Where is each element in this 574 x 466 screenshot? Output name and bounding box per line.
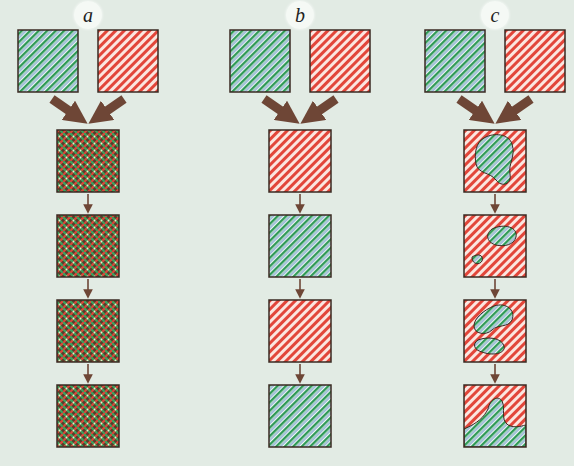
panel-letter: c	[491, 5, 500, 25]
column-b	[230, 30, 370, 447]
column-c	[425, 30, 565, 447]
column-a	[18, 30, 158, 447]
panel-letter-circle: b	[286, 1, 314, 29]
panel-letter: b	[295, 5, 305, 25]
panel-letter-circle: c	[481, 1, 509, 29]
panel-letter: a	[83, 5, 93, 25]
panel-letter-circle: a	[74, 1, 102, 29]
